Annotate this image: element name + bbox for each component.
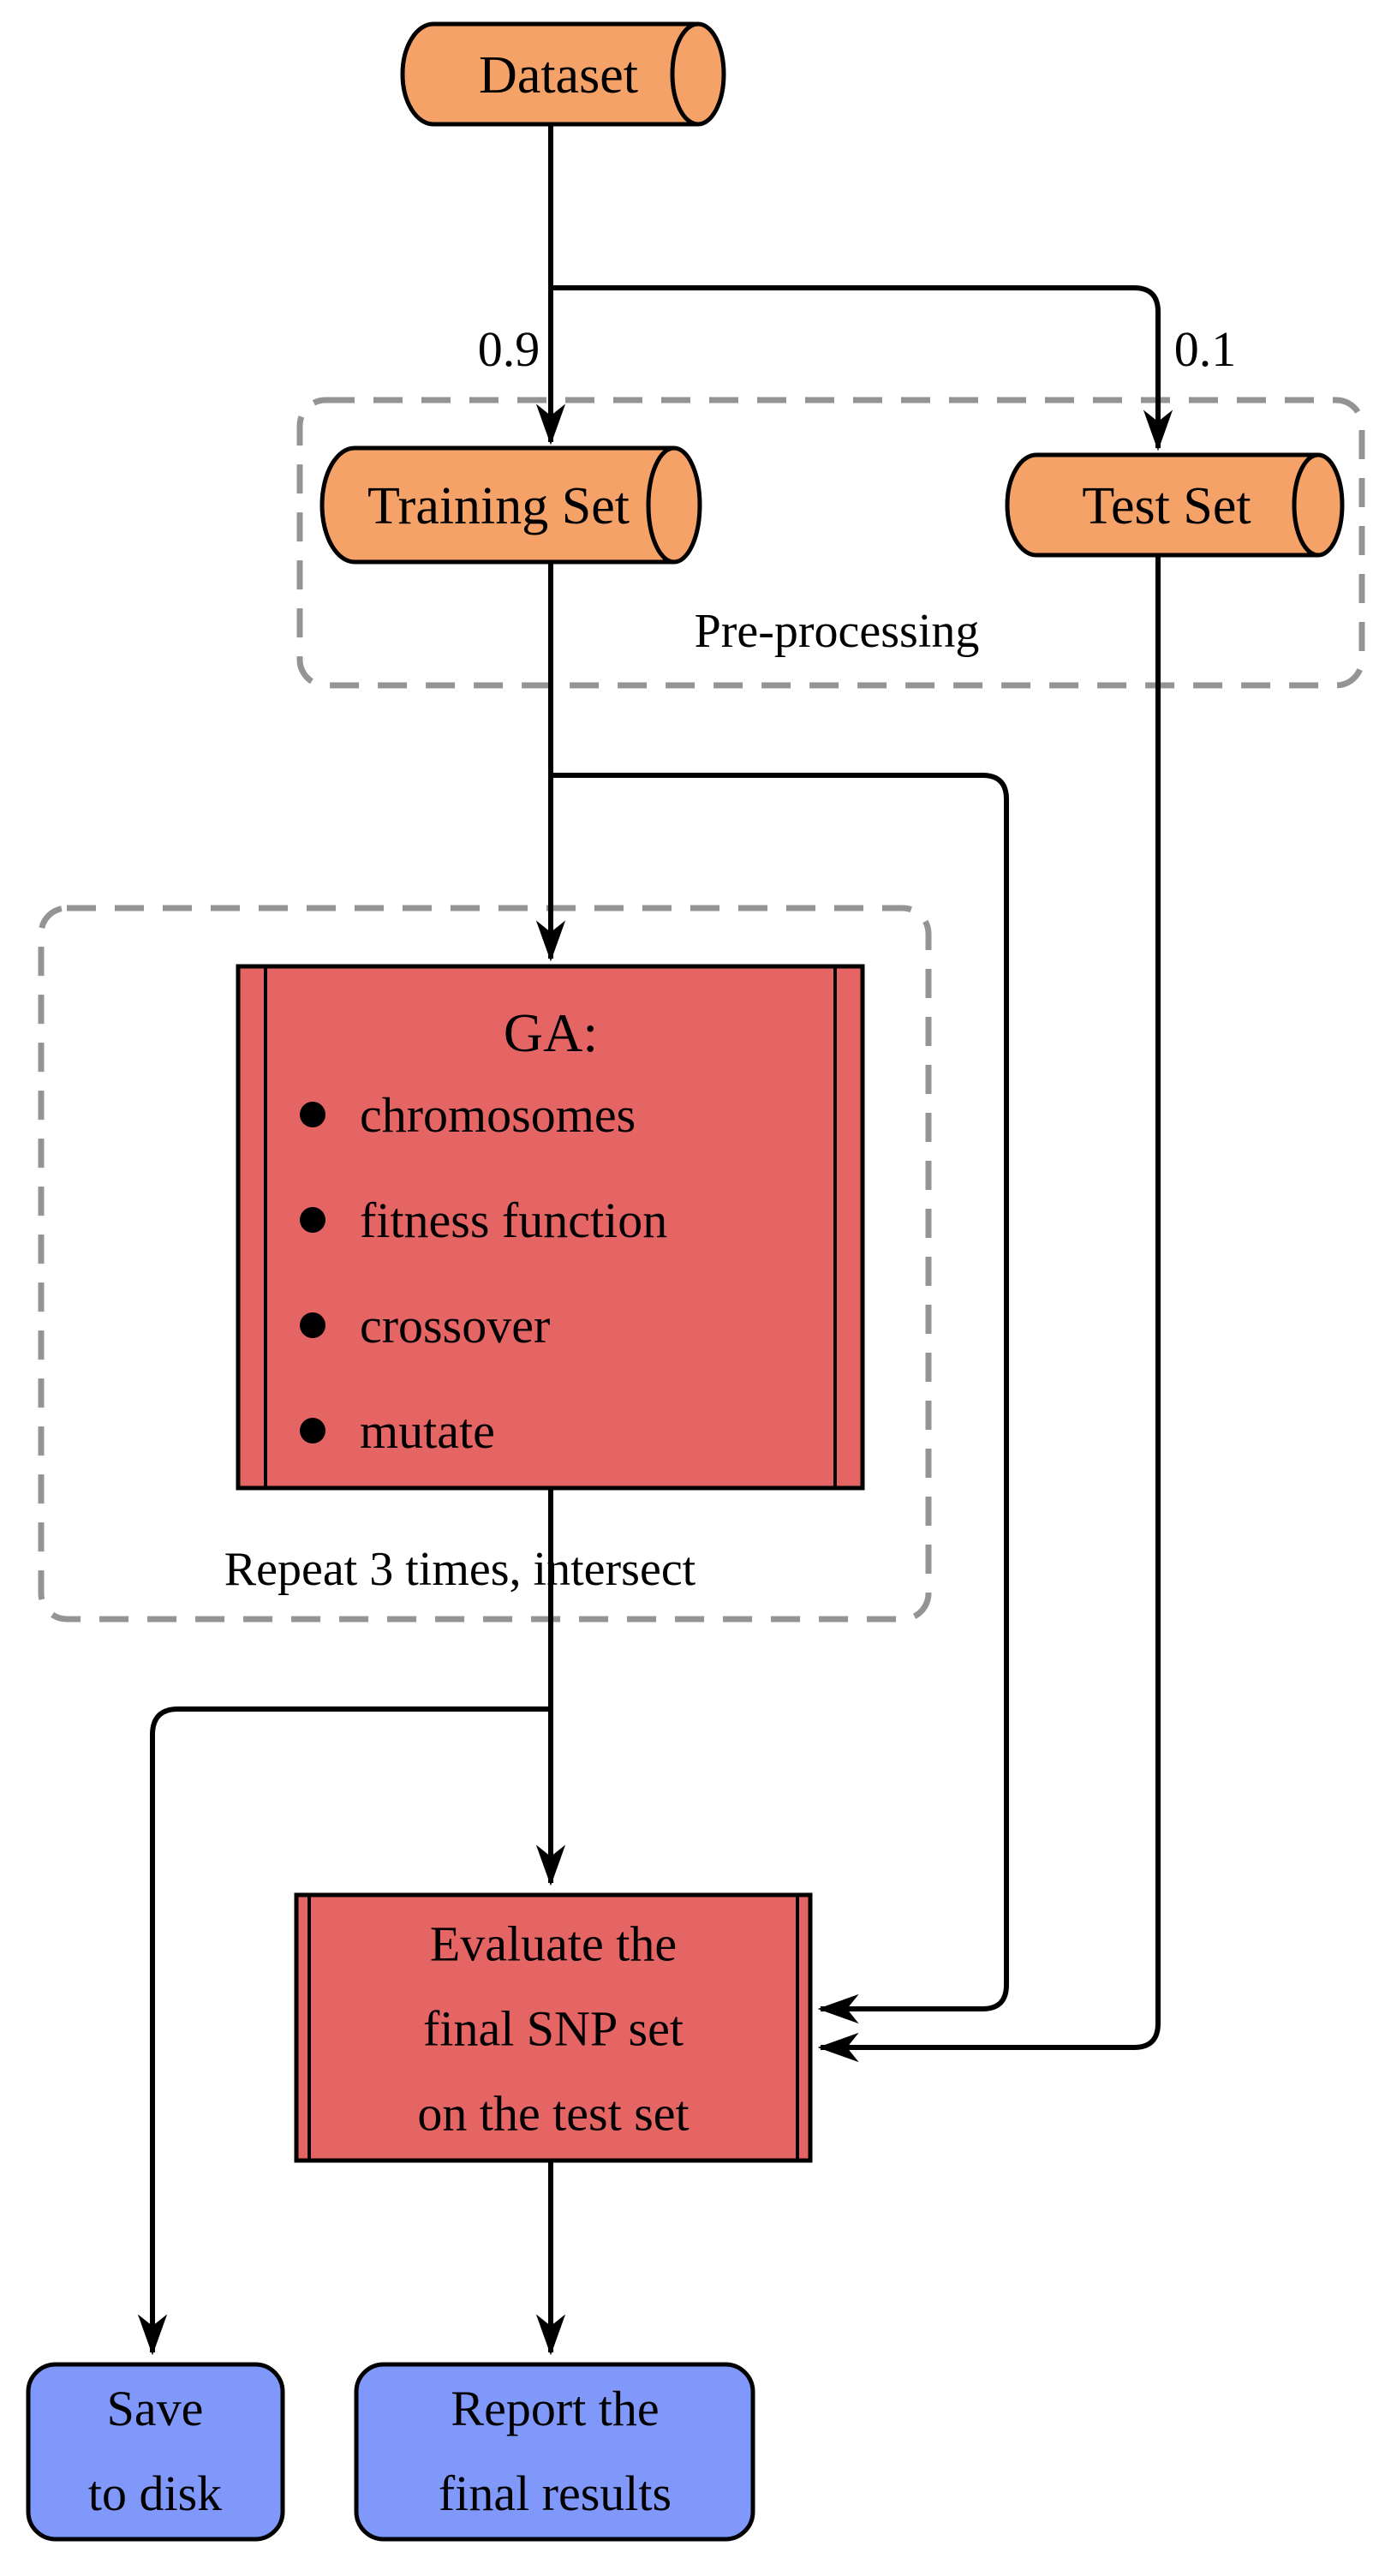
preprocessing-group-label: Pre-processing — [694, 605, 980, 659]
evaluate-label-line: Evaluate the — [429, 1916, 678, 1972]
evaluate-label-line: final SNP set — [423, 2000, 684, 2057]
dataset-cylinder — [400, 21, 726, 127]
repeat-group-box — [38, 905, 932, 1623]
save-label-line: to disk — [87, 2465, 223, 2521]
ga-process-box — [236, 964, 865, 1491]
save-terminal-box — [26, 2362, 285, 2542]
edge-dataset-to-test — [551, 285, 1173, 451]
report-label: Report the final results — [439, 2366, 672, 2536]
training-set-label: Training Set — [367, 476, 630, 535]
edge-test-to-evaluate — [817, 555, 1161, 2063]
report-label-line: final results — [438, 2465, 672, 2521]
ga-bullet-item: crossover — [300, 1297, 551, 1354]
train-split-label: 0.9 — [477, 321, 540, 378]
bullet-icon — [300, 1102, 325, 1127]
test-set-label: Test Set — [1082, 476, 1251, 535]
ga-bullet-item: mutate — [300, 1403, 495, 1459]
dataset-label: Dataset — [479, 45, 638, 105]
training-set-cylinder — [319, 445, 702, 565]
ga-process-rect — [236, 964, 865, 1491]
ga-bullet-label: mutate — [360, 1402, 495, 1459]
test-set-cylinder-body — [1005, 452, 1318, 558]
save-label-line: Save — [106, 2381, 204, 2436]
evaluate-process-rect — [294, 1892, 813, 2163]
test-split-label: 0.1 — [1173, 321, 1237, 378]
repeat-group-label: Repeat 3 times, intersect — [224, 1543, 696, 1597]
ga-bullet-label: chromosomes — [360, 1086, 636, 1143]
bullet-icon — [300, 1207, 325, 1233]
test-set-cylinder-cap — [1292, 452, 1345, 558]
preprocessing-group-box — [296, 397, 1365, 689]
ga-bullet-label: fitness function — [360, 1192, 668, 1248]
ga-bullet-label: crossover — [360, 1297, 551, 1354]
dataset-cylinder-body — [400, 21, 698, 127]
test-set-cylinder — [1005, 452, 1345, 558]
evaluate-process-box — [294, 1892, 813, 2163]
training-set-cylinder-cap — [646, 445, 702, 565]
edge-ga-to-save — [137, 1706, 551, 2356]
report-terminal-box — [354, 2362, 755, 2542]
bullet-icon — [300, 1312, 325, 1338]
ga-bullet-item: chromosomes — [300, 1087, 636, 1143]
bullet-icon — [300, 1418, 325, 1443]
edge-training-to-evaluate — [551, 773, 1009, 2024]
ga-title: GA: — [503, 1001, 599, 1063]
ga-bullet-item: fitness function — [300, 1192, 668, 1248]
training-set-cylinder-body — [319, 445, 674, 565]
save-label: Save to disk — [88, 2366, 222, 2536]
evaluate-label-line: on the test set — [417, 2085, 690, 2142]
report-label-line: Report the — [451, 2381, 660, 2436]
dataset-cylinder-cap — [670, 21, 726, 127]
connectors — [137, 124, 1173, 2356]
evaluate-label: Evaluate the final SNP set on the test s… — [417, 1902, 689, 2156]
